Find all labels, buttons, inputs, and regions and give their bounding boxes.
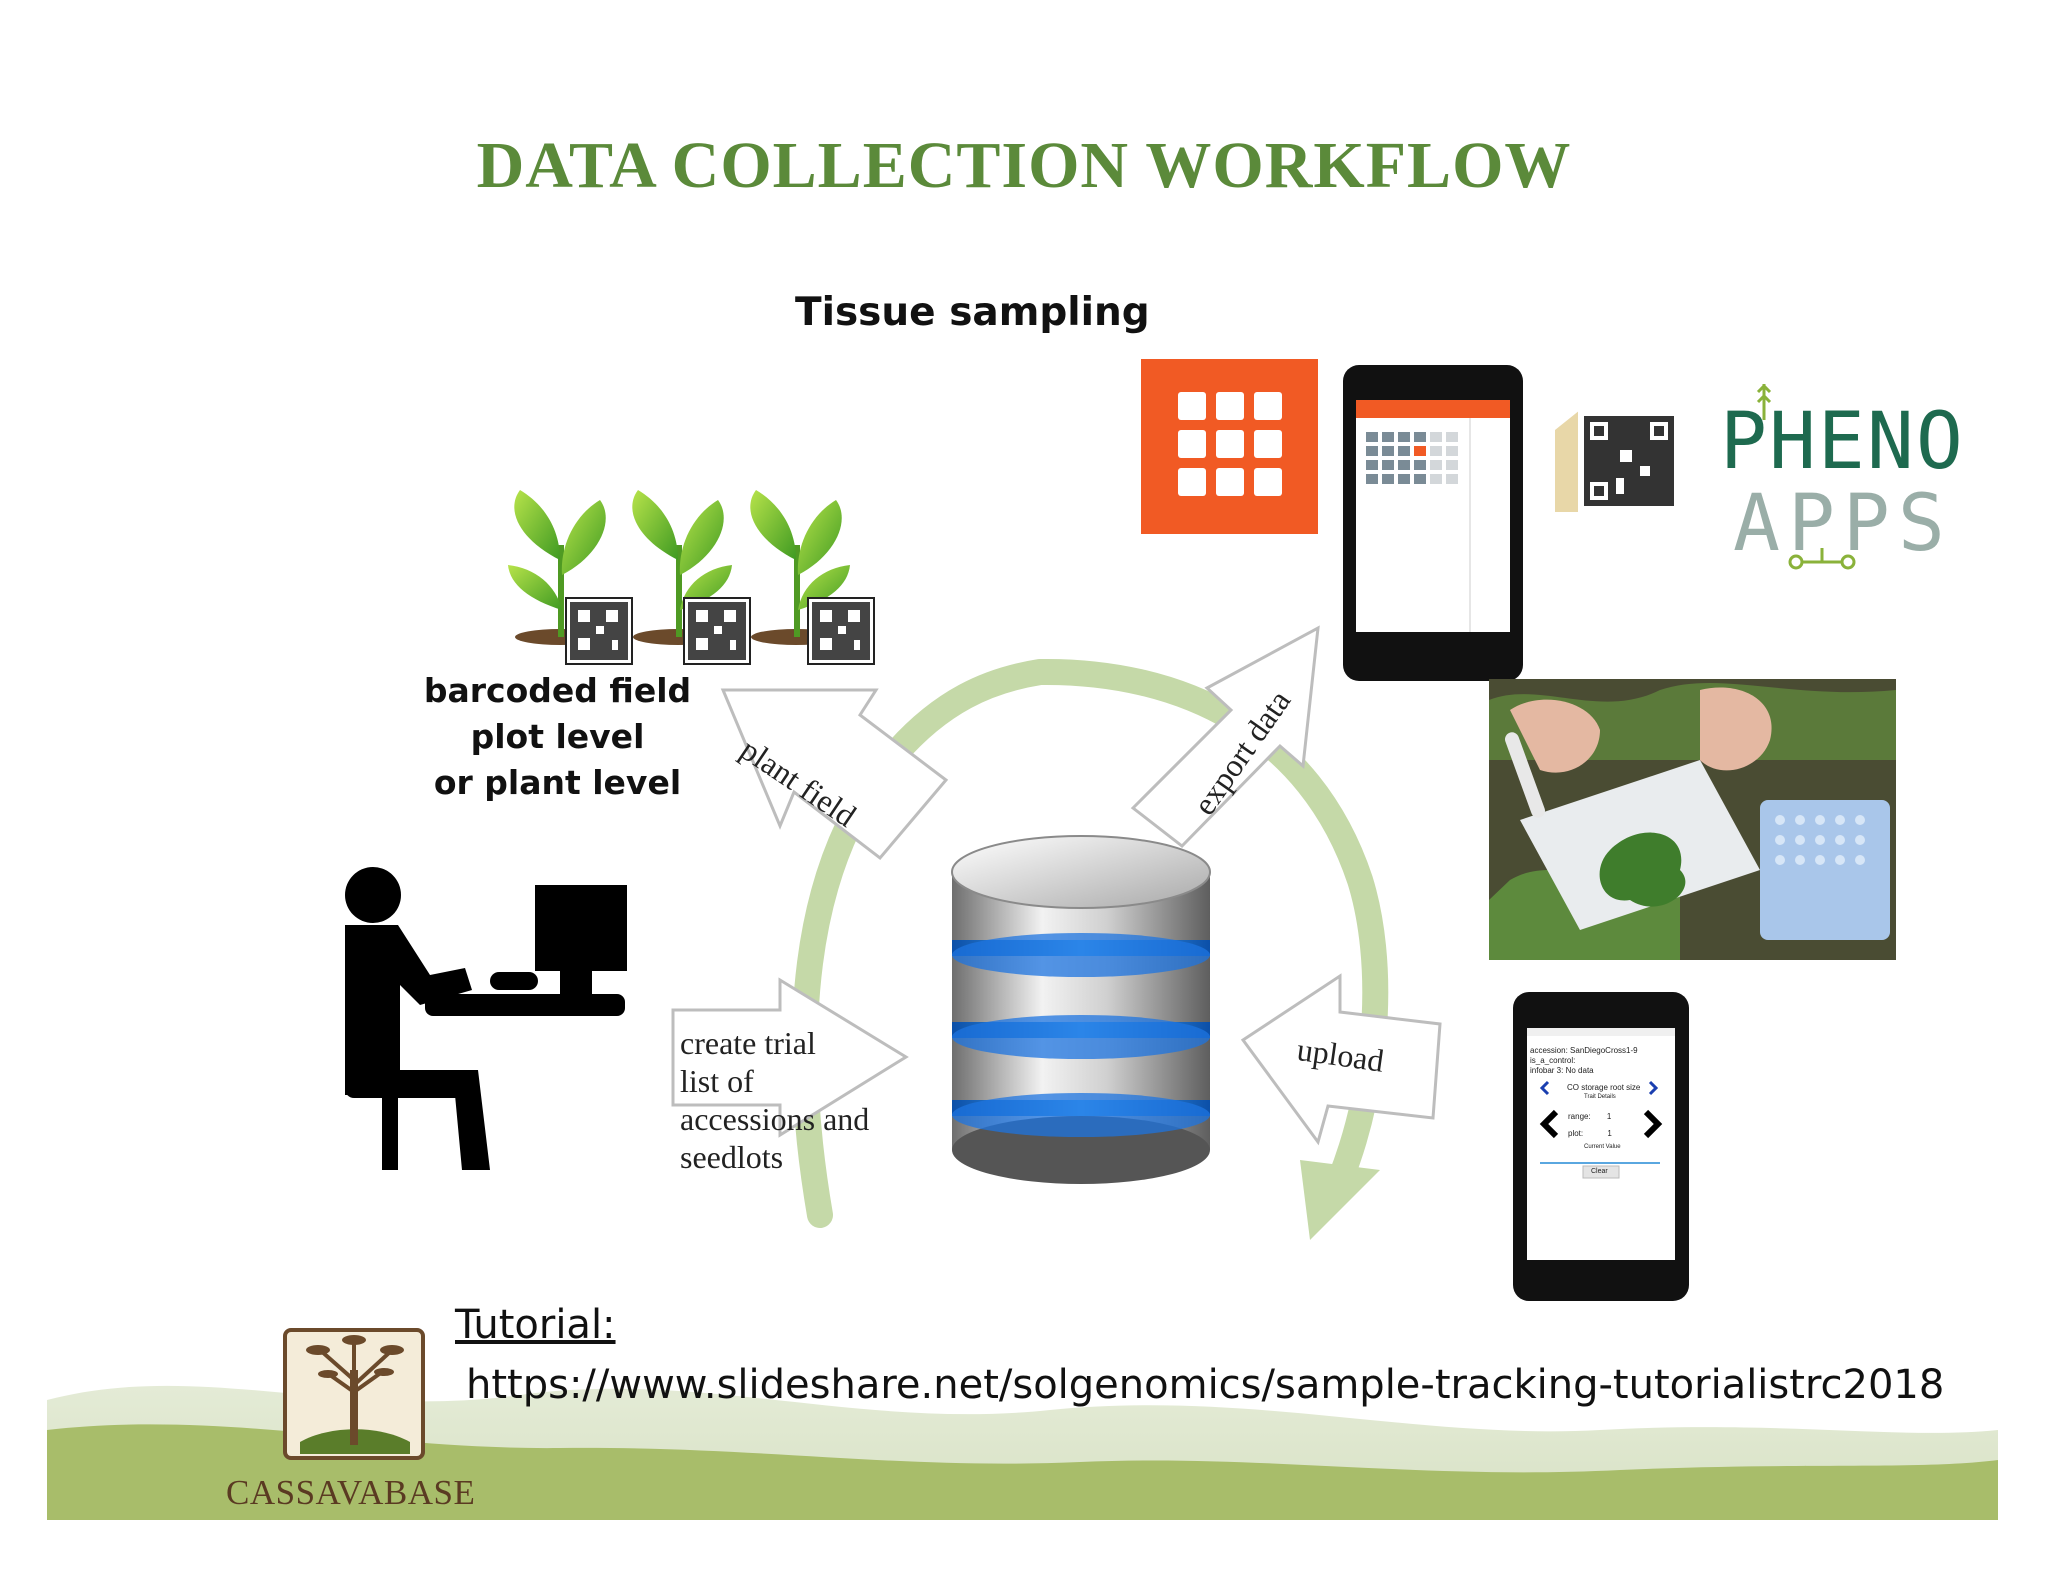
tutorial-label: Tutorial:: [455, 1302, 616, 1348]
field-book-app-icon: [1141, 359, 1318, 534]
phone-trait-details: Trait Details: [1584, 1094, 1616, 1100]
seedlings-icon: [508, 490, 850, 645]
barcoded-label-line: or plant level: [433, 763, 682, 802]
plot-value: 1: [1607, 1129, 1612, 1138]
range-key: range:: [1568, 1112, 1591, 1121]
phone-clear-button[interactable]: Clear: [1591, 1168, 1608, 1175]
qr-code-icon: [683, 597, 751, 665]
database-icon: [951, 835, 1211, 1184]
person-at-computer-icon: [345, 867, 627, 1170]
infobar-value: No data: [1565, 1066, 1594, 1075]
phenoapps-logo-line1: PHENO: [1720, 397, 1965, 487]
accession-key: accession:: [1530, 1046, 1568, 1055]
tutorial-link[interactable]: https://www.slideshare.net/solgenomics/s…: [466, 1362, 1945, 1408]
phone-trait-label: CO storage root size: [1567, 1083, 1641, 1092]
phone-control-label: is_a_control:: [1530, 1056, 1576, 1065]
infobar-key: infobar 3:: [1530, 1066, 1564, 1075]
create-trial-line: seedlots: [680, 1139, 784, 1175]
cycle-arrowhead: [1300, 1160, 1380, 1240]
barcoded-label-line: plot level: [470, 717, 645, 756]
create-trial-arrow: [671, 977, 909, 1138]
section-subtitle: Tissue sampling: [795, 290, 1150, 335]
slide-title: DATA COLLECTION WORKFLOW: [476, 129, 1572, 202]
barcoded-label-line: barcoded field: [423, 671, 692, 710]
phone-current-value: Current Value: [1584, 1144, 1621, 1150]
create-trial-line: accessions and: [680, 1101, 870, 1137]
background-hill-dark: [47, 1424, 1998, 1520]
phone-accession-label: accession: SanDiegoCross1-9: [1530, 1046, 1638, 1055]
create-trial-line: create trial: [680, 1025, 816, 1061]
phenoapps-logo-line2: APPS: [1733, 479, 1953, 569]
plant-field-arrow: [720, 688, 949, 861]
phone-infobar-label: infobar 3: No data: [1530, 1066, 1594, 1075]
create-trial-line: list of: [680, 1063, 754, 1099]
tissue-sampling-photo: [1489, 679, 1896, 960]
phenoapps-logo-accent: [1756, 383, 1856, 570]
export-data-arrow: [1130, 625, 1320, 849]
range-value: 1: [1606, 1112, 1612, 1121]
phone-plot-row: plot: 1: [1568, 1129, 1612, 1138]
qr-sticker-icon: [1555, 410, 1680, 512]
phone-device-icon: [1513, 992, 1689, 1301]
tablet-device-icon: [1343, 365, 1523, 681]
upload-arrow: [1240, 973, 1442, 1146]
cassavabase-logo-icon: [283, 1328, 425, 1460]
qr-code-icon: [807, 597, 875, 665]
accession-value: SanDiegoCross1-9: [1570, 1046, 1638, 1055]
qr-code-icon: [565, 597, 633, 665]
cassavabase-wordmark: CASSAVABASE: [226, 1473, 476, 1512]
phone-range-row: range: 1: [1568, 1112, 1611, 1121]
create-trial-label: create trial list of accessions and seed…: [680, 1024, 869, 1176]
plot-key: plot:: [1568, 1129, 1584, 1138]
barcoded-field-label: barcoded field plot level or plant level: [420, 668, 695, 806]
